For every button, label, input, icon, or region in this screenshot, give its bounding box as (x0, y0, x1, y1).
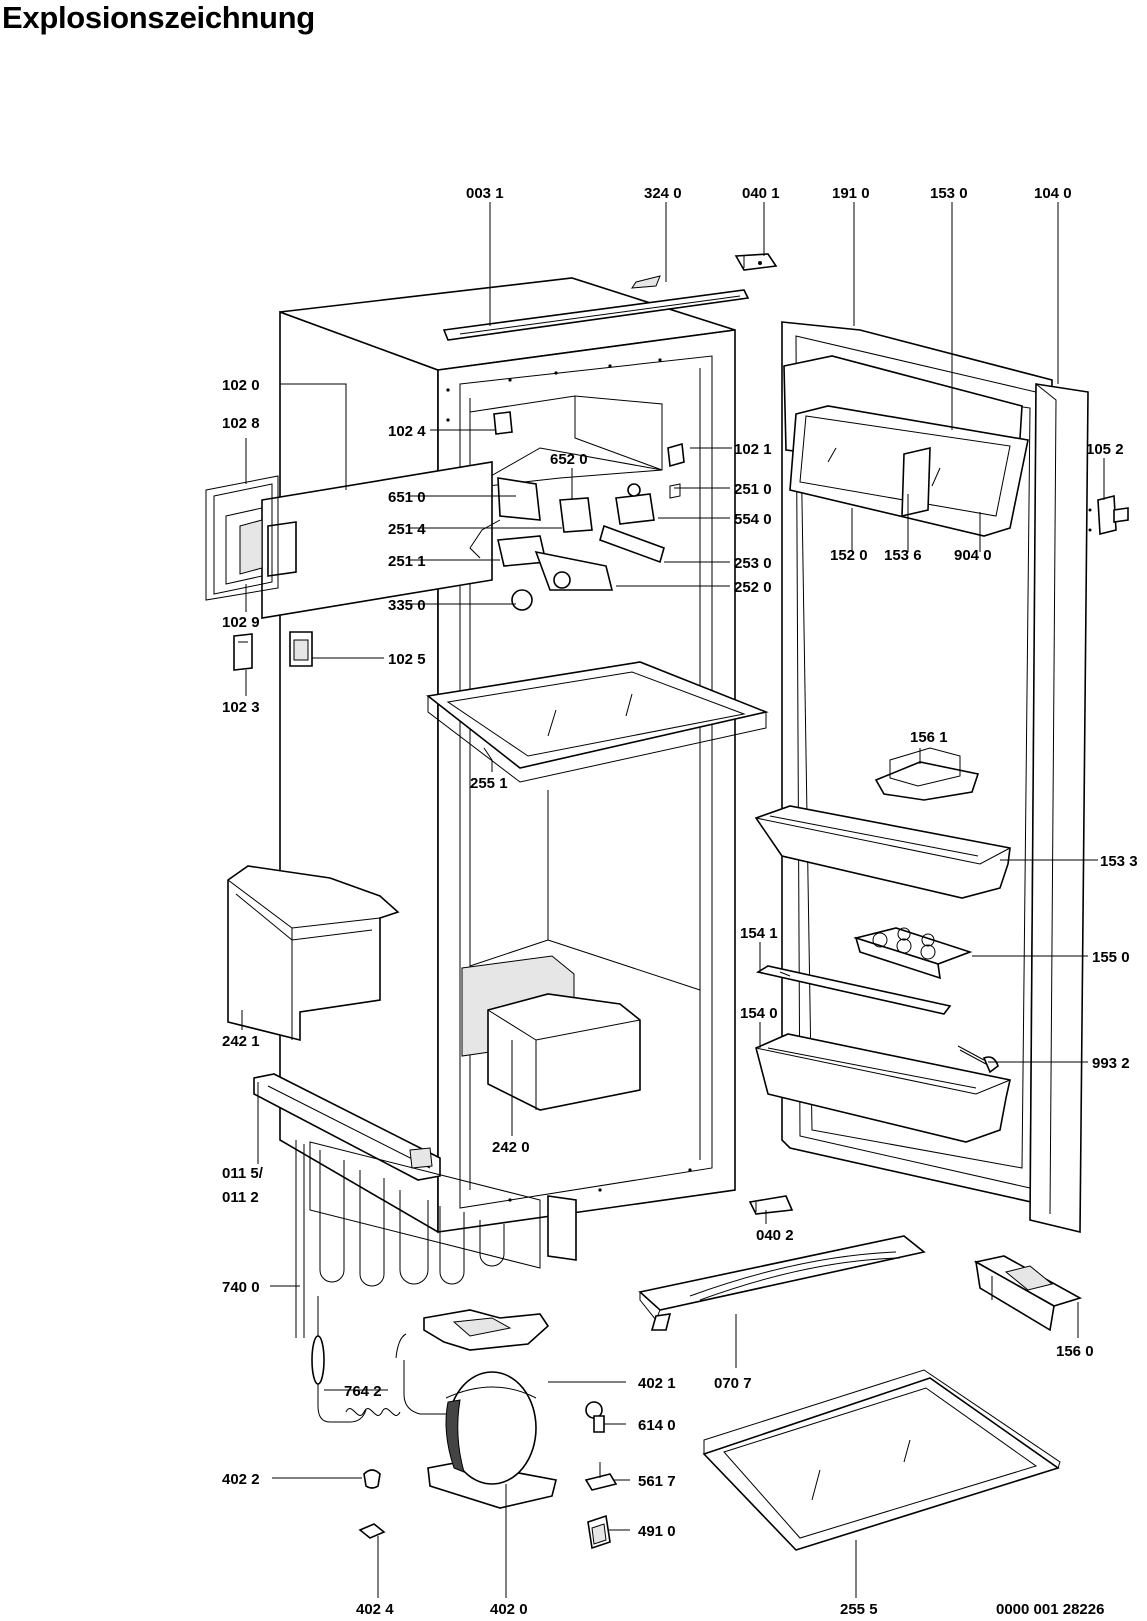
label-p1025: 102 5 (388, 651, 426, 668)
label-p0402: 040 2 (756, 1227, 794, 1244)
label-p1024: 102 4 (388, 423, 426, 440)
label-p0112: 011 2 (222, 1189, 259, 1206)
thermostat (493, 411, 685, 564)
label-p1020: 102 0 (222, 377, 260, 394)
label-p5617: 561 7 (638, 1473, 676, 1490)
glass-shelf-upper (426, 661, 769, 783)
part-labels: 003 1 324 0 040 1 191 0 153 0 104 0 102 … (222, 185, 1138, 1618)
lamp-holder (469, 477, 614, 611)
label-p2555: 255 5 (840, 1601, 878, 1618)
hinge-cover-324 (631, 275, 661, 289)
label-p4020: 402 0 (490, 1601, 528, 1618)
control-panel (205, 461, 493, 619)
hinge-bottom-040-2 (748, 1195, 794, 1215)
glass-shelf-lower (702, 1369, 1061, 1551)
door-hinge-105-2 (1088, 494, 1129, 536)
label-p1541: 154 1 (740, 925, 778, 942)
label-p1560: 156 0 (1056, 1343, 1094, 1360)
door-panel (799, 375, 1089, 1234)
vent-grille (638, 1235, 926, 1331)
document-number: 0000 001 28226 (996, 1601, 1104, 1618)
hinge-top-040-1 (734, 253, 778, 271)
label-p3350: 335 0 (388, 597, 426, 614)
label-p2514: 251 4 (388, 521, 426, 538)
door-butter-compartment (783, 355, 1029, 537)
door-shelf-154-0 (755, 1033, 1011, 1143)
label-p6520: 652 0 (550, 451, 588, 468)
label-p1533: 153 3 (1100, 853, 1138, 870)
crisper-bin-242-1 (227, 865, 400, 1042)
compressor-bracket (423, 1309, 550, 1351)
label-p2421: 242 1 (222, 1033, 260, 1050)
bracket-102-3 (233, 633, 253, 671)
label-p1028: 102 8 (222, 415, 260, 432)
label-p4910: 491 0 (638, 1523, 676, 1540)
label-p0031: 003 1 (466, 185, 504, 202)
label-p1023: 102 3 (222, 699, 260, 716)
label-p0401: 040 1 (742, 185, 780, 202)
bottom-trim (253, 1073, 441, 1181)
capillary-tube (311, 1296, 446, 1423)
page-title: Explosionszeichnung (2, 0, 315, 35)
label-p4022: 402 2 (222, 1471, 260, 1488)
door-rail (755, 965, 952, 1015)
label-p1910: 191 0 (832, 185, 870, 202)
label-p2530: 253 0 (734, 555, 772, 572)
label-p0115: 011 5/ (222, 1165, 264, 1182)
label-p1040: 104 0 (1034, 185, 1072, 202)
label-p4024: 402 4 (356, 1601, 394, 1618)
label-p2510: 251 0 (734, 481, 772, 498)
label-p2520: 252 0 (734, 579, 772, 596)
label-p1540: 154 0 (740, 1005, 778, 1022)
starter-491-0 (587, 1514, 611, 1550)
label-p7642: 764 2 (344, 1383, 382, 1400)
ice-tray (973, 1255, 1083, 1332)
label-p1021: 102 1 (734, 441, 772, 458)
label-p9932: 993 2 (1092, 1055, 1130, 1072)
bracket-102-5 (289, 631, 313, 667)
label-p6510: 651 0 (388, 489, 426, 506)
door-shelf-153-3 (754, 805, 1011, 899)
label-p1561: 156 1 (910, 729, 948, 746)
relay-614-0 (585, 1401, 605, 1433)
label-p7400: 740 0 (222, 1279, 260, 1296)
ice-scraper (957, 1045, 999, 1074)
label-p2551: 255 1 (470, 775, 508, 792)
label-p2511: 251 1 (388, 553, 426, 570)
label-p1029: 102 9 (222, 614, 260, 631)
label-p3240: 324 0 (644, 185, 682, 202)
compressor (427, 1371, 557, 1509)
crisper-bin-242-0 (461, 955, 641, 1111)
label-p2420: 242 0 (492, 1139, 530, 1156)
label-p5540: 554 0 (734, 511, 772, 528)
label-p1550: 155 0 (1092, 949, 1130, 966)
label-p6140: 614 0 (638, 1417, 676, 1434)
label-p1520: 152 0 (830, 547, 868, 564)
condenser-coil (295, 1140, 577, 1338)
label-p0707: 070 7 (714, 1375, 752, 1392)
label-p9040: 904 0 (954, 547, 992, 564)
label-p4021: 402 1 (638, 1375, 676, 1392)
label-p1052: 105 2 (1086, 441, 1124, 458)
egg-tray (853, 927, 973, 980)
label-p1530: 153 0 (930, 185, 968, 202)
label-p1536: 153 6 (884, 547, 922, 564)
grommet-402-2 (363, 1469, 381, 1489)
leader-lines (241, 202, 1105, 1598)
clamp-561-7 (584, 1462, 618, 1491)
clip-402-4 (358, 1523, 386, 1539)
